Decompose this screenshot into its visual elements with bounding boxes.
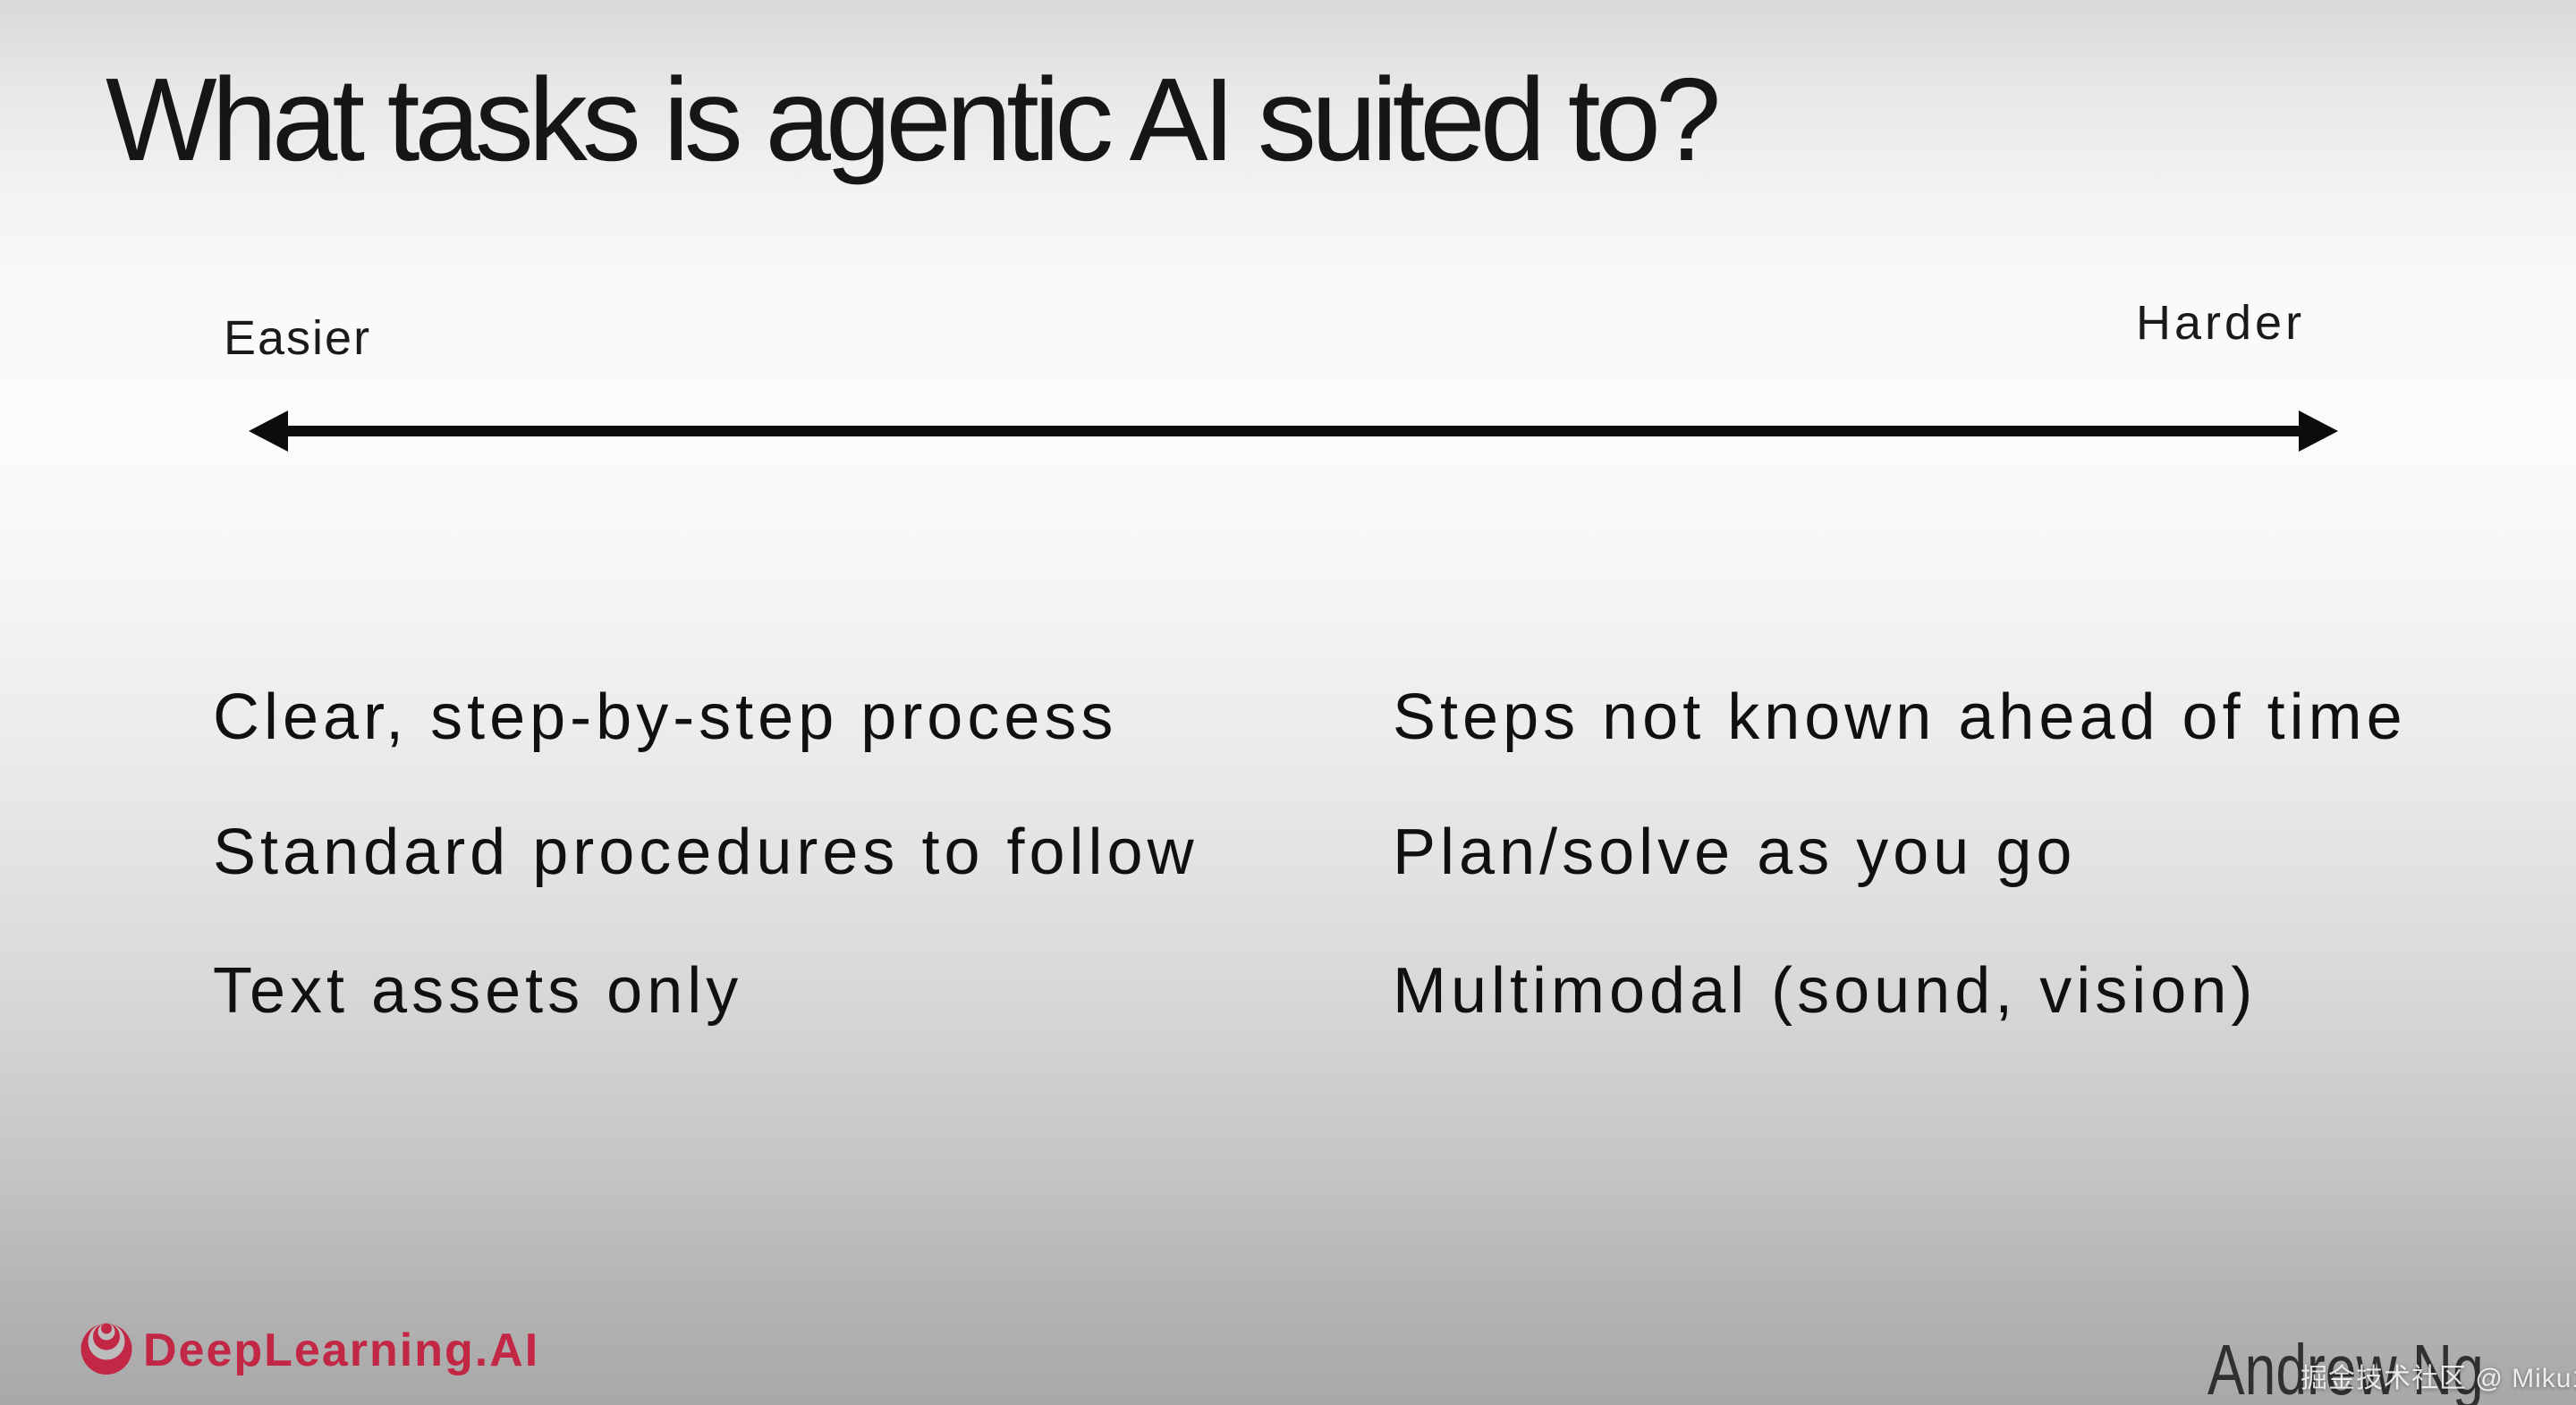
video-watermark: 掘金技术社区 @ Miku16 <box>2301 1364 2576 1393</box>
easier-point-3: Text assets only <box>213 955 743 1027</box>
harder-point-2: Plan/solve as you go <box>1393 817 2077 888</box>
easier-point-2: Standard procedures to follow <box>213 817 1199 888</box>
easier-point-1: Clear, step-by-step process <box>213 681 1118 753</box>
difficulty-spectrum-arrow-icon <box>249 410 2338 452</box>
harder-point-1: Steps not known ahead of time <box>1393 681 2407 753</box>
author-name: Andrew Ng <box>2207 1330 2484 1405</box>
harder-point-3: Multimodal (sound, vision) <box>1393 955 2258 1027</box>
deeplearning-ai-logo: DeepLearning.AI <box>80 1316 539 1375</box>
spectrum-harder-label: Harder <box>2136 296 2306 350</box>
deeplearning-logo-text: DeepLearning.AI <box>143 1325 540 1376</box>
spectrum-easier-label: Easier <box>224 311 372 365</box>
slide-title: What tasks is agentic AI suited to? <box>106 54 1721 185</box>
deeplearning-logo-icon <box>80 1323 132 1375</box>
